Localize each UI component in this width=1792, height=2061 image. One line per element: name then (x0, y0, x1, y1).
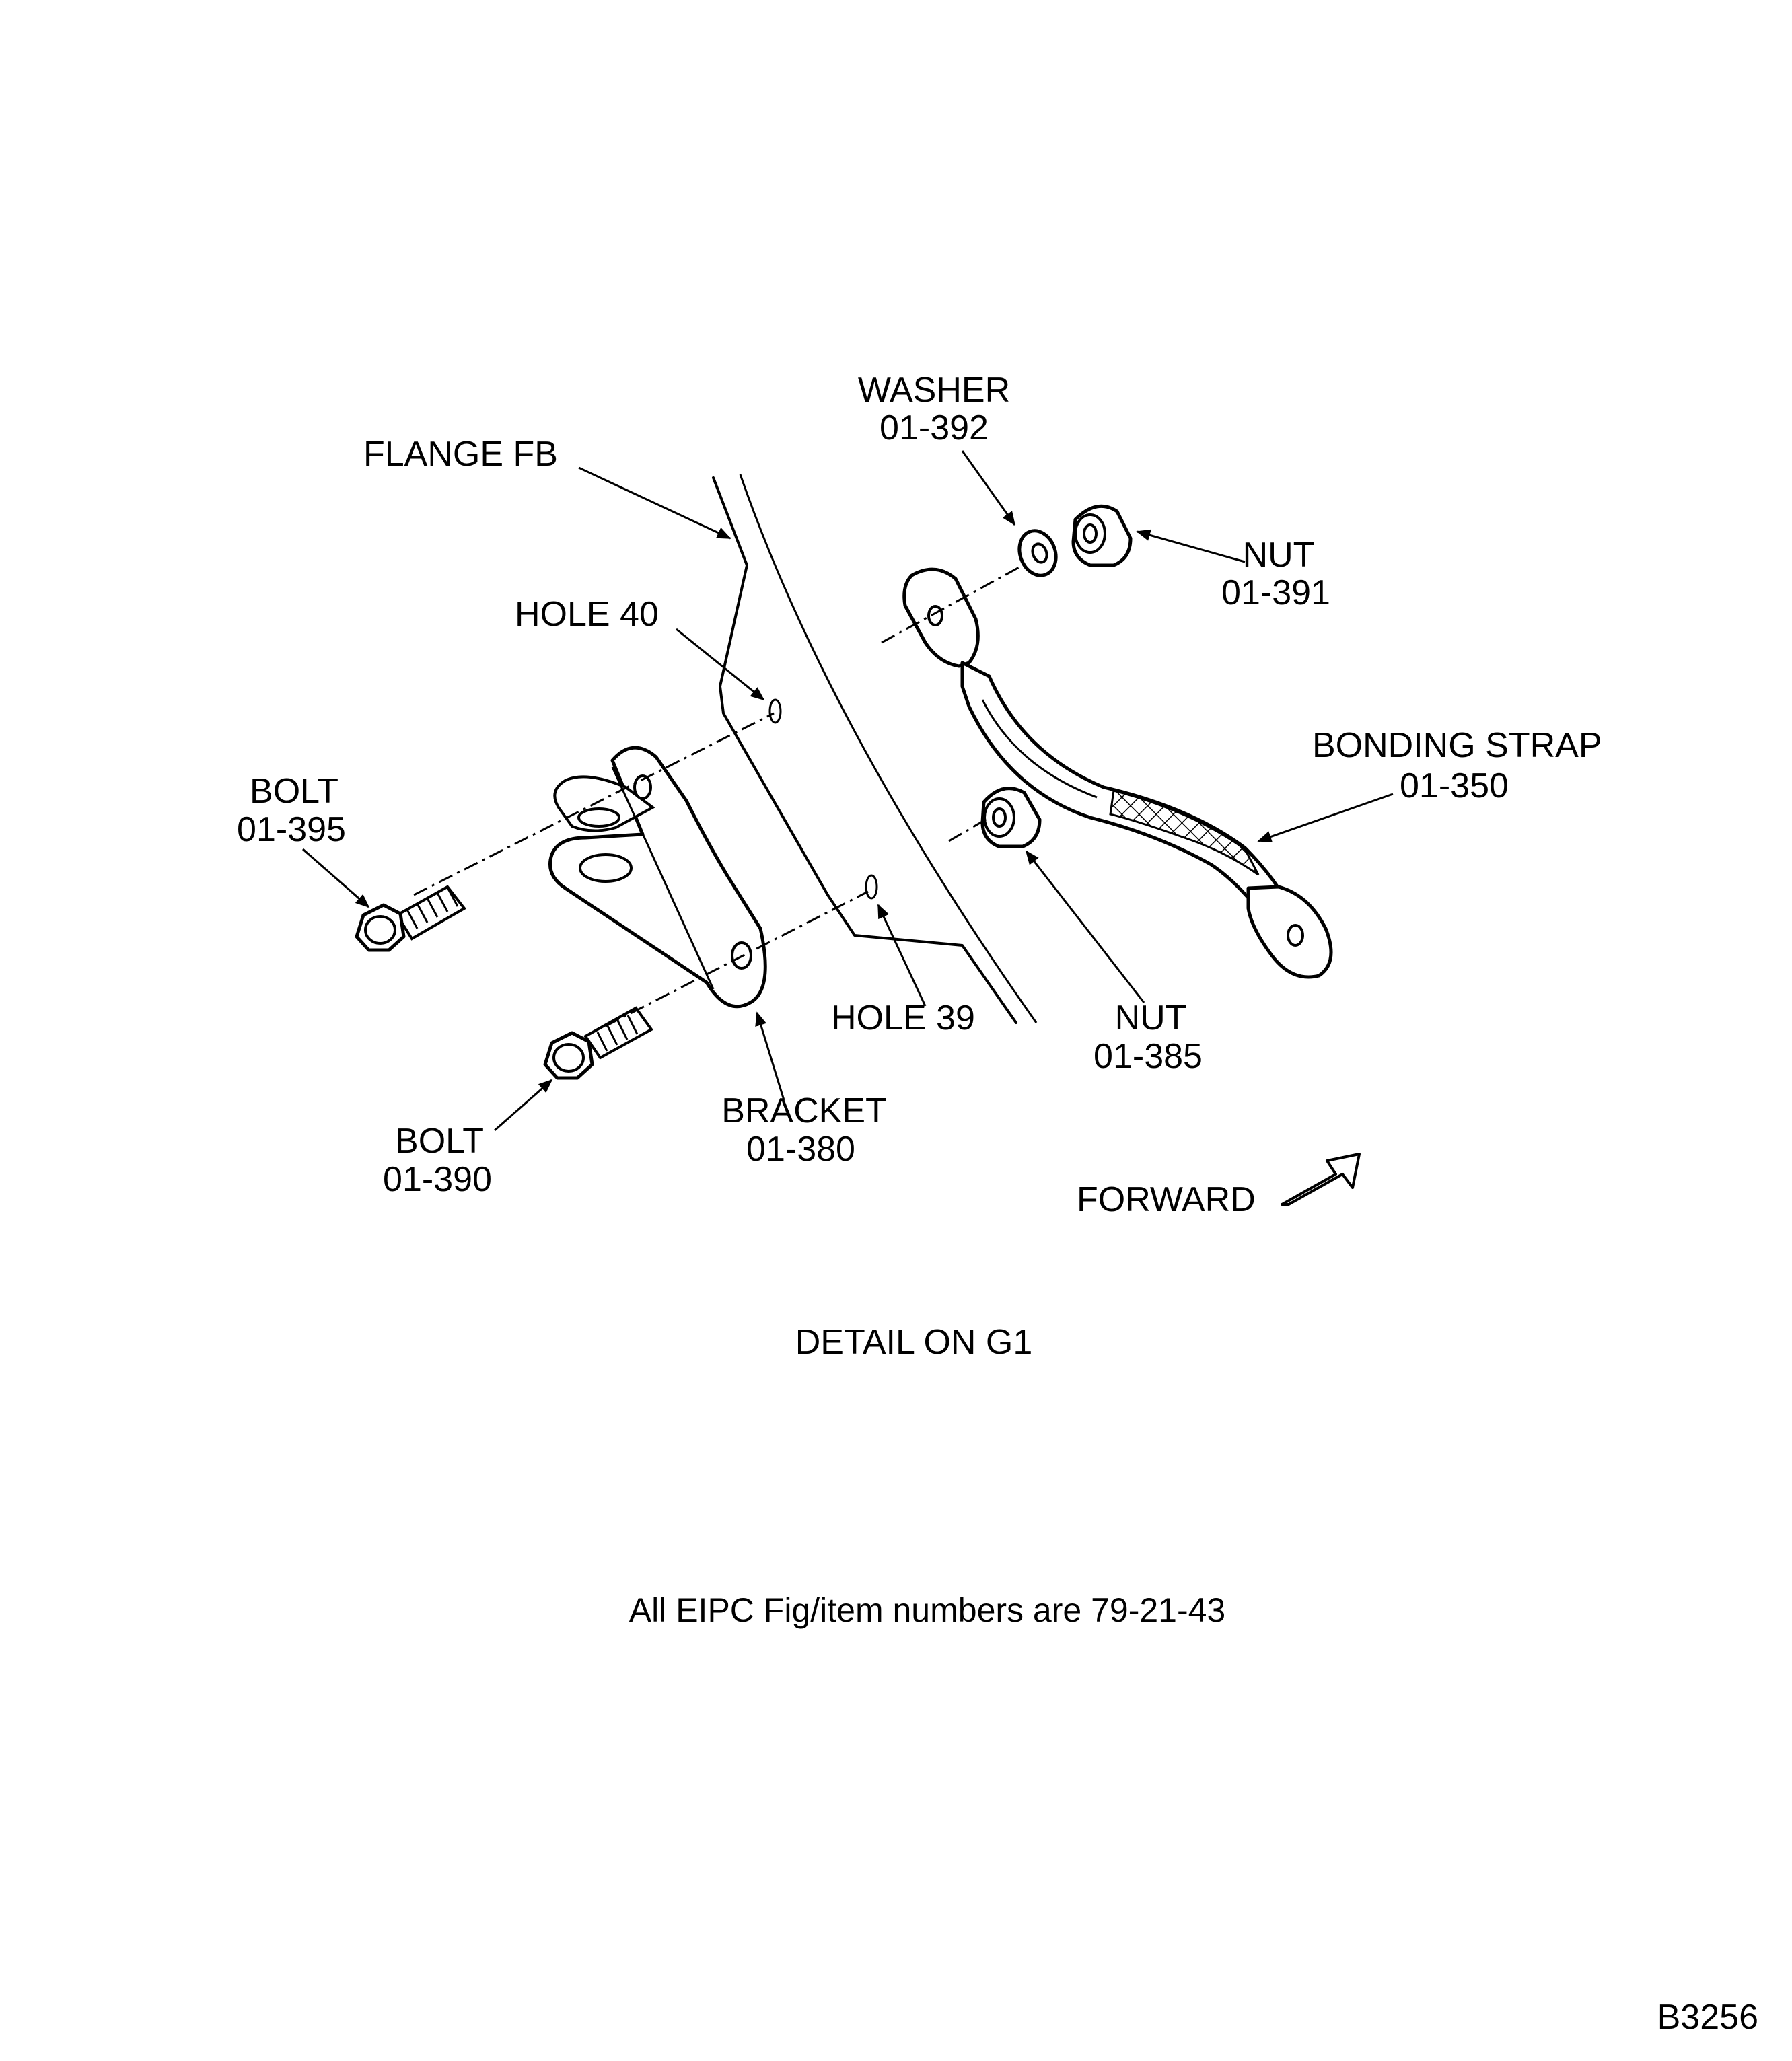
label-bonding-strap-number: 01-350 (1400, 766, 1509, 805)
bracket-shape (548, 746, 767, 1009)
label-flange-fb: FLANGE FB (363, 435, 558, 474)
hole-40-shape (768, 698, 782, 724)
label-bolt-01-395-number: 01-395 (237, 810, 346, 849)
label-forward: FORWARD (1077, 1180, 1256, 1219)
label-bracket-number: 01-380 (746, 1130, 855, 1169)
figure-id: B3256 (1657, 1998, 1758, 2037)
leader-lines (302, 450, 1394, 1132)
label-washer-name: WASHER (858, 371, 1010, 410)
forward-arrow-icon (1281, 1153, 1361, 1206)
center-lines (413, 564, 1024, 1027)
label-washer-number: 01-392 (880, 408, 989, 447)
eipc-note: All EIPC Fig/item numbers are 79-21-43 (629, 1591, 1225, 1629)
washer-01-392-shape (1017, 529, 1058, 577)
label-nut-01-385-name: NUT (1115, 999, 1187, 1038)
nut-01-391-shape (1071, 504, 1133, 567)
detail-caption: DETAIL ON G1 (795, 1323, 1033, 1362)
label-hole-39: HOLE 39 (831, 999, 975, 1038)
flange-structure (712, 474, 1038, 1024)
bolt-01-395-shape (355, 885, 466, 952)
label-nut-01-391-name: NUT (1243, 536, 1315, 575)
label-bracket-name: BRACKET (721, 1091, 887, 1130)
bonding-strap-shape (902, 567, 1333, 979)
label-bolt-01-390-number: 01-390 (383, 1160, 492, 1199)
label-bolt-01-390-name: BOLT (395, 1122, 484, 1161)
nut-01-385-shape (980, 787, 1042, 848)
label-bolt-01-395-name: BOLT (250, 772, 338, 811)
label-nut-01-385-number: 01-385 (1094, 1037, 1203, 1076)
label-nut-01-391-number: 01-391 (1221, 573, 1330, 612)
hole-39-shape (865, 874, 878, 900)
bolt-01-390-shape (543, 1006, 653, 1080)
label-bonding-strap-name: BONDING STRAP (1312, 726, 1602, 765)
label-hole-40: HOLE 40 (515, 595, 659, 634)
